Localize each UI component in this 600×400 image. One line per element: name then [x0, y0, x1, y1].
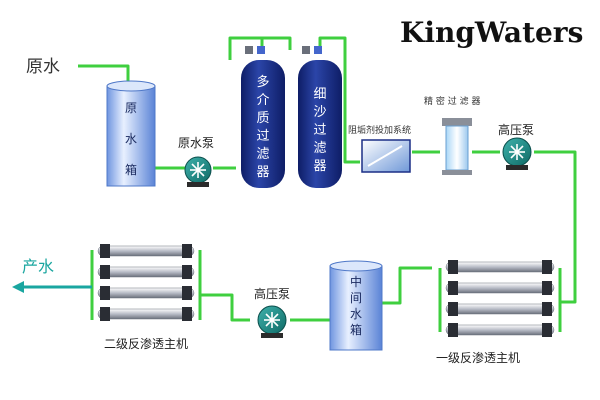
pipe-ro2-manifold — [90, 250, 202, 320]
multi-media-filter — [241, 46, 285, 188]
pump-fan-icon — [264, 312, 280, 328]
multi-filter-char-4: 过 — [256, 129, 269, 144]
multi-filter-char-3: 质 — [256, 111, 269, 126]
pipe-ro1-tank — [380, 266, 432, 305]
middle-water-tank — [329, 260, 383, 351]
pump-fan-icon — [190, 162, 206, 178]
middle-tank-char-2: 间 — [350, 291, 362, 305]
sand-filter-char-2: 沙 — [313, 105, 326, 120]
label-ro-stage-1: 一级反渗透主机 — [436, 350, 520, 365]
sand-filter-char-5: 器 — [313, 159, 326, 174]
raw-tank-char-1: 原 — [125, 101, 137, 115]
raw-water-tank: 原 水 箱 — [106, 80, 156, 187]
raw-water-pump — [184, 156, 212, 187]
multi-filter-char-1: 多 — [256, 74, 269, 90]
pipe-pump-ro1 — [534, 150, 577, 304]
pipe-sand-out — [318, 36, 360, 164]
label-raw-pump: 原水泵 — [178, 136, 214, 150]
pump-fan-icon — [509, 144, 525, 160]
product-outflow — [12, 281, 92, 293]
multi-filter-char-5: 滤 — [256, 147, 269, 162]
middle-tank-char-4: 箱 — [350, 322, 362, 337]
label-hp-pump-2: 高压泵 — [254, 286, 290, 301]
raw-tank-char-3: 箱 — [125, 162, 137, 177]
sand-filter-char-1: 细 — [313, 87, 326, 102]
label-ro-stage-2: 二级反渗透主机 — [104, 336, 188, 351]
multi-filter-char-6: 器 — [256, 165, 269, 180]
sand-filter-char-4: 滤 — [313, 141, 326, 156]
brand-logo: KingWaters — [400, 16, 583, 49]
precision-filter — [442, 118, 472, 175]
fine-sand-filter — [298, 46, 342, 188]
label-precision-filter: 精 密 过 滤 器 — [424, 95, 480, 107]
raw-tank-char-2: 水 — [125, 132, 137, 146]
label-product-water: 产水 — [22, 257, 54, 276]
high-pressure-pump-2 — [257, 305, 287, 338]
pipe-network — [78, 36, 577, 332]
antiscalant-dosing-system — [361, 139, 411, 173]
ro-stage-2-unit — [97, 244, 195, 321]
middle-tank-char-1: 中 — [350, 274, 362, 289]
label-hp-pump-1: 高压泵 — [498, 122, 534, 137]
pipe-pump2-ro2 — [200, 293, 250, 322]
middle-tank-char-3: 水 — [350, 307, 362, 321]
label-raw-water-in: 原水 — [26, 57, 60, 77]
sand-filter-char-3: 过 — [313, 123, 326, 138]
multi-filter-char-2: 介 — [256, 93, 269, 108]
pipe-filter-top — [228, 36, 292, 60]
ro-stage-1-unit — [445, 260, 555, 337]
pipe-ro1-manifold — [438, 268, 562, 332]
product-arrow-icon — [12, 281, 24, 293]
high-pressure-pump-1 — [502, 137, 532, 170]
label-antiscalant: 阻垢剂投加系统 — [348, 124, 411, 136]
pipe-raw-in — [78, 64, 130, 84]
